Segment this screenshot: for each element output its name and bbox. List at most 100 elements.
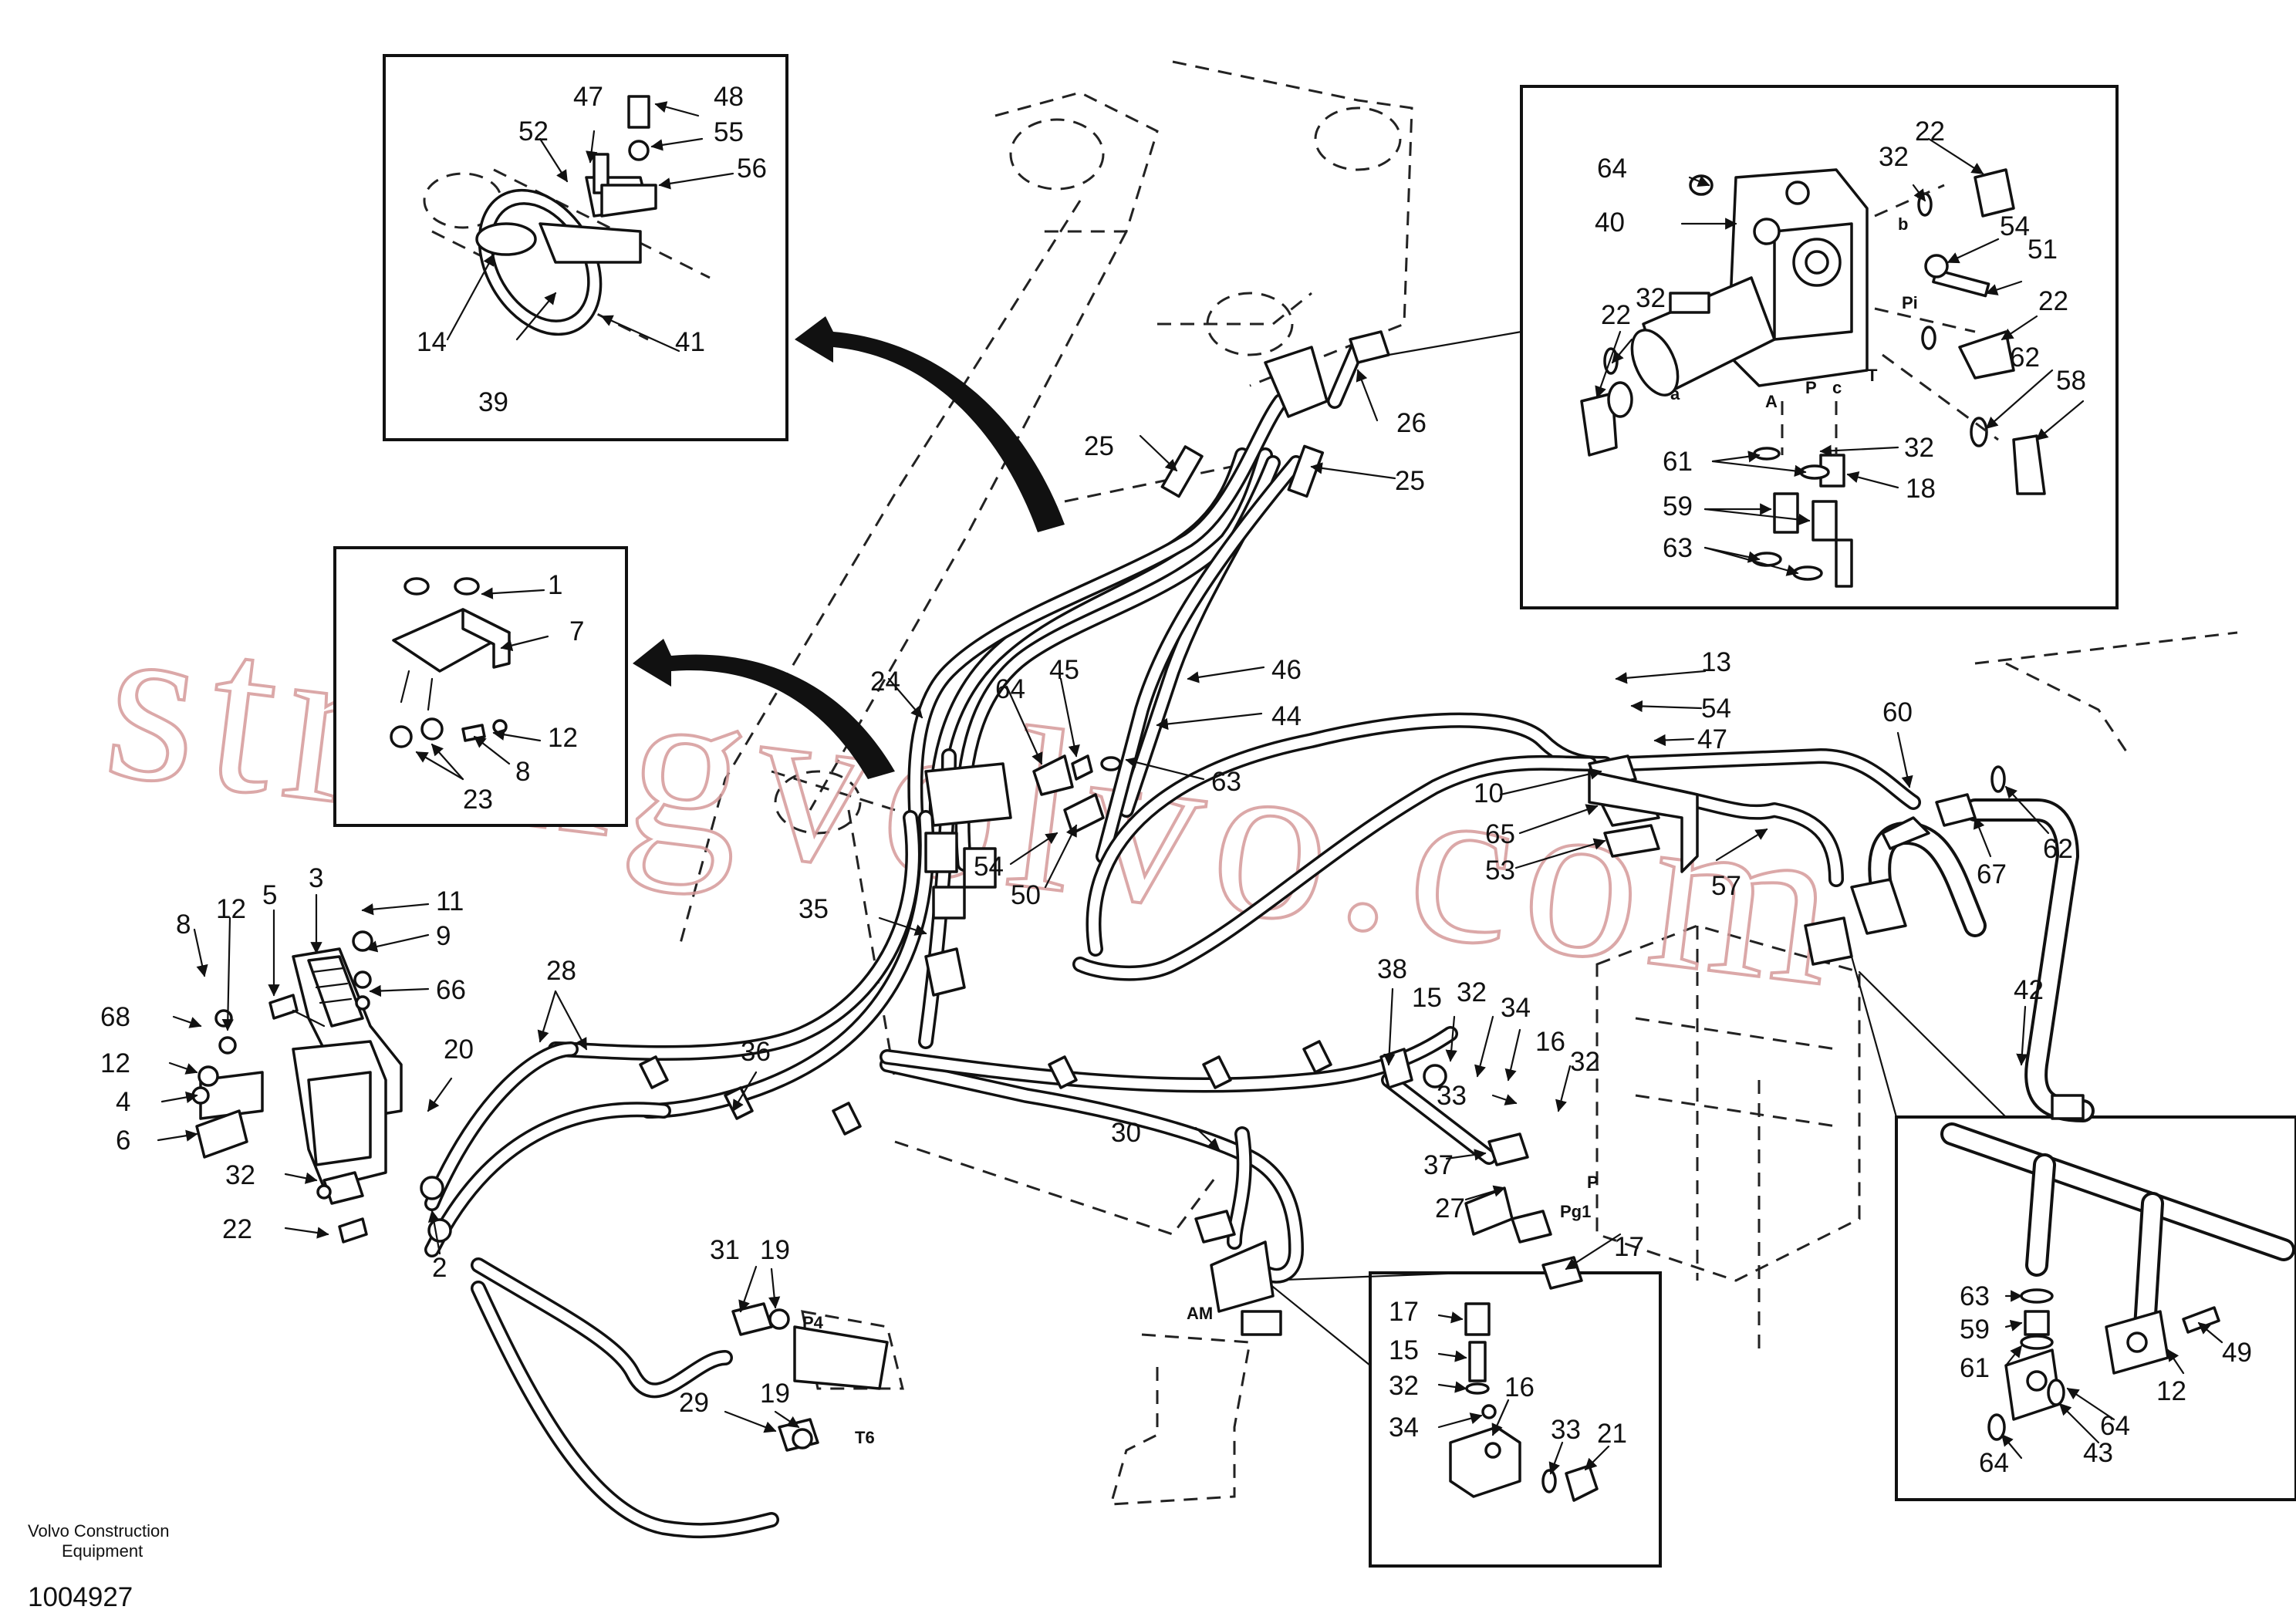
part-label: 3 xyxy=(309,863,323,893)
port-label-c: c xyxy=(1832,378,1842,397)
port-label-am: AM xyxy=(1187,1304,1213,1323)
part-label: 54 xyxy=(1701,694,1731,724)
part-label: 59 xyxy=(1663,491,1693,521)
inset-bracket-box xyxy=(333,546,628,827)
hose-return-loop xyxy=(880,712,1921,1093)
part-label: 24 xyxy=(870,667,900,697)
part-label: 68 xyxy=(100,1002,130,1032)
pedal-assembly xyxy=(191,930,452,1244)
part-label: 45 xyxy=(1049,655,1079,685)
part-label: 38 xyxy=(1377,954,1407,984)
part-label: 51 xyxy=(2028,235,2058,265)
part-label: 40 xyxy=(1595,208,1625,238)
part-label: 35 xyxy=(799,894,829,924)
port-label-pi: Pi xyxy=(1902,293,1918,312)
part-label: 46 xyxy=(1271,655,1302,685)
fittings-main xyxy=(639,754,2006,1452)
port-label-a-small: a xyxy=(1670,384,1680,403)
part-label: 13 xyxy=(1701,647,1731,677)
part-label: 49 xyxy=(2222,1338,2252,1368)
part-label: 54 xyxy=(2000,211,2030,241)
part-label: 4 xyxy=(116,1087,130,1117)
part-label: 19 xyxy=(760,1379,790,1409)
port-label-t: T xyxy=(1867,366,1878,385)
part-label: 29 xyxy=(679,1388,709,1418)
port-label-pg1: Pg1 xyxy=(1560,1202,1591,1221)
port-label-p: P xyxy=(1587,1173,1599,1192)
publisher-line2: Equipment xyxy=(62,1541,143,1561)
part-label: 54 xyxy=(974,852,1004,882)
part-label: 12 xyxy=(100,1048,130,1078)
part-label: 15 xyxy=(1389,1335,1419,1365)
part-label: 12 xyxy=(548,723,578,753)
part-label: 22 xyxy=(222,1214,252,1244)
hose-bundle-pilot xyxy=(424,748,1497,1539)
part-label: 64 xyxy=(995,674,1025,704)
part-label: 27 xyxy=(1435,1193,1465,1223)
part-label: 23 xyxy=(463,785,493,815)
drawing-number: 1004927 xyxy=(28,1582,133,1612)
part-label: 20 xyxy=(444,1034,474,1065)
part-label: 1 xyxy=(548,570,562,600)
part-label: 62 xyxy=(2010,343,2040,373)
part-label: 8 xyxy=(515,757,530,787)
part-label: 25 xyxy=(1084,431,1114,461)
part-label: 33 xyxy=(1551,1415,1581,1445)
port-label-p2: P xyxy=(1805,378,1817,397)
machine-outline xyxy=(677,60,2238,1506)
part-label: 57 xyxy=(1711,871,1741,901)
part-label: 62 xyxy=(2043,834,2073,864)
part-label: 34 xyxy=(1389,1412,1419,1443)
publisher-line1: Volvo Construction xyxy=(28,1521,169,1541)
part-label: 48 xyxy=(714,82,744,112)
part-label: 34 xyxy=(1501,993,1531,1023)
inset-flange-box xyxy=(1850,955,2296,1501)
part-label: 14 xyxy=(417,327,447,357)
part-label: 41 xyxy=(675,327,705,357)
part-label: 32 xyxy=(1570,1047,1600,1077)
part-label: 10 xyxy=(1474,778,1504,808)
part-label: 65 xyxy=(1485,819,1515,849)
port-label-a: A xyxy=(1765,392,1778,411)
part-label: 15 xyxy=(1412,983,1442,1013)
part-label: 47 xyxy=(1697,724,1727,754)
port-labels: P4 T6 Pg1 P AM A P c T Pi a b xyxy=(802,214,1918,1447)
part-label: 66 xyxy=(436,975,466,1005)
part-label: 64 xyxy=(2100,1411,2130,1441)
leader-lines xyxy=(157,369,2050,1433)
part-label: 64 xyxy=(1979,1448,2009,1478)
part-label: 30 xyxy=(1111,1118,1141,1148)
part-label: 12 xyxy=(216,894,246,924)
inset-clamp-box xyxy=(383,54,788,441)
part-label: 22 xyxy=(1601,300,1631,330)
part-label: 59 xyxy=(1960,1315,1990,1345)
part-label: 63 xyxy=(1663,533,1693,563)
part-label: 50 xyxy=(1011,880,1041,910)
port-label-t6: T6 xyxy=(855,1428,875,1447)
reference-arrow-lower xyxy=(633,639,895,779)
part-label: 58 xyxy=(2056,366,2086,396)
part-label: 32 xyxy=(1904,433,1934,463)
part-label: 32 xyxy=(1389,1371,1419,1401)
part-label: 9 xyxy=(436,921,451,951)
inset-solenoid-box xyxy=(1264,1271,1662,1568)
part-label: 26 xyxy=(1396,408,1427,438)
part-label: 64 xyxy=(1597,154,1627,184)
part-label: 6 xyxy=(116,1126,130,1156)
part-label: 33 xyxy=(1437,1081,1467,1111)
part-label: 67 xyxy=(1977,859,2007,889)
part-label: 25 xyxy=(1395,466,1425,496)
part-label: 37 xyxy=(1423,1150,1454,1180)
part-label: 52 xyxy=(518,116,549,147)
part-label: 39 xyxy=(478,387,508,417)
part-label: 61 xyxy=(1960,1353,1990,1383)
part-label: 7 xyxy=(569,616,584,646)
part-label: 16 xyxy=(1504,1372,1535,1402)
reference-arrow-upper xyxy=(795,316,1065,532)
part-label: 61 xyxy=(1663,447,1693,477)
part-label: 32 xyxy=(1879,142,1909,172)
part-label: 16 xyxy=(1535,1027,1565,1057)
part-label: 5 xyxy=(262,880,277,910)
part-label: 12 xyxy=(2156,1376,2186,1406)
